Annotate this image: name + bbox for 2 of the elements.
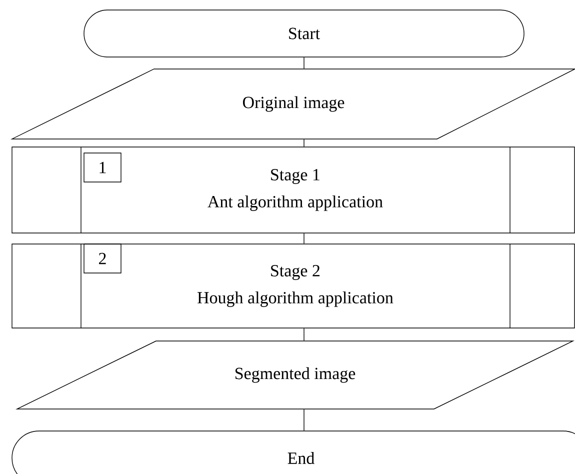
number-box: 1 [84,152,122,182]
number-box: 2 [84,244,122,274]
